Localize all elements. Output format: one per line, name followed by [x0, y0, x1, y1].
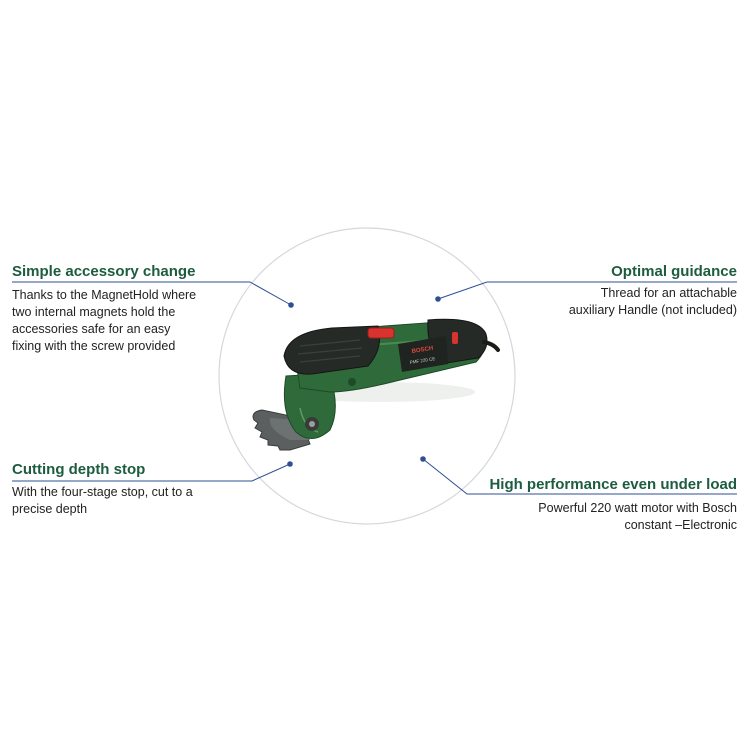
desc-line: fixing with the screw provided	[12, 339, 176, 353]
feature-title-optimal-guidance: Optimal guidance	[611, 263, 737, 280]
feature-title-accessory-change: Simple accessory change	[12, 263, 196, 280]
leader-line-guidance	[437, 281, 737, 300]
leader-line-depth	[12, 463, 291, 482]
leader-dot-accessory	[288, 302, 294, 308]
feature-desc-cutting-depth-stop: With the four-stage stop, cut to a preci…	[12, 484, 193, 518]
feature-title-high-performance: High performance even under load	[489, 476, 737, 493]
leader-line-accessory	[12, 281, 292, 306]
multitool-illustration	[252, 318, 500, 451]
desc-line: auxiliary Handle (not included)	[568, 303, 737, 317]
desc-line: With the four-stage stop, cut to a	[12, 485, 193, 499]
leader-line-performance	[422, 458, 737, 495]
feature-desc-accessory-change: Thanks to the MagnetHold where two inter…	[12, 287, 196, 355]
desc-line: constant –Electronic	[624, 518, 737, 532]
feature-desc-optimal-guidance: Thread for an attachable auxiliary Handl…	[569, 285, 737, 319]
desc-line: accessories safe for an easy	[12, 322, 171, 336]
feature-circle	[218, 227, 516, 525]
leader-dot-performance	[420, 456, 426, 462]
leader-dot-guidance	[435, 296, 441, 302]
desc-line: two internal magnets hold the	[12, 305, 176, 319]
model-label: PMF 220 CE	[409, 356, 435, 365]
feature-desc-high-performance: Powerful 220 watt motor with Bosch const…	[538, 500, 737, 534]
desc-line: Thread for an attachable	[600, 286, 737, 300]
desc-line: Powerful 220 watt motor with Bosch	[538, 501, 737, 515]
feature-title-cutting-depth-stop: Cutting depth stop	[12, 461, 146, 478]
desc-line: precise depth	[12, 502, 88, 516]
leader-dot-depth	[287, 461, 293, 467]
power-switch-icon	[367, 327, 395, 339]
brand-label: BOSCH	[411, 346, 433, 355]
desc-line: Thanks to the MagnetHold where	[12, 288, 197, 302]
